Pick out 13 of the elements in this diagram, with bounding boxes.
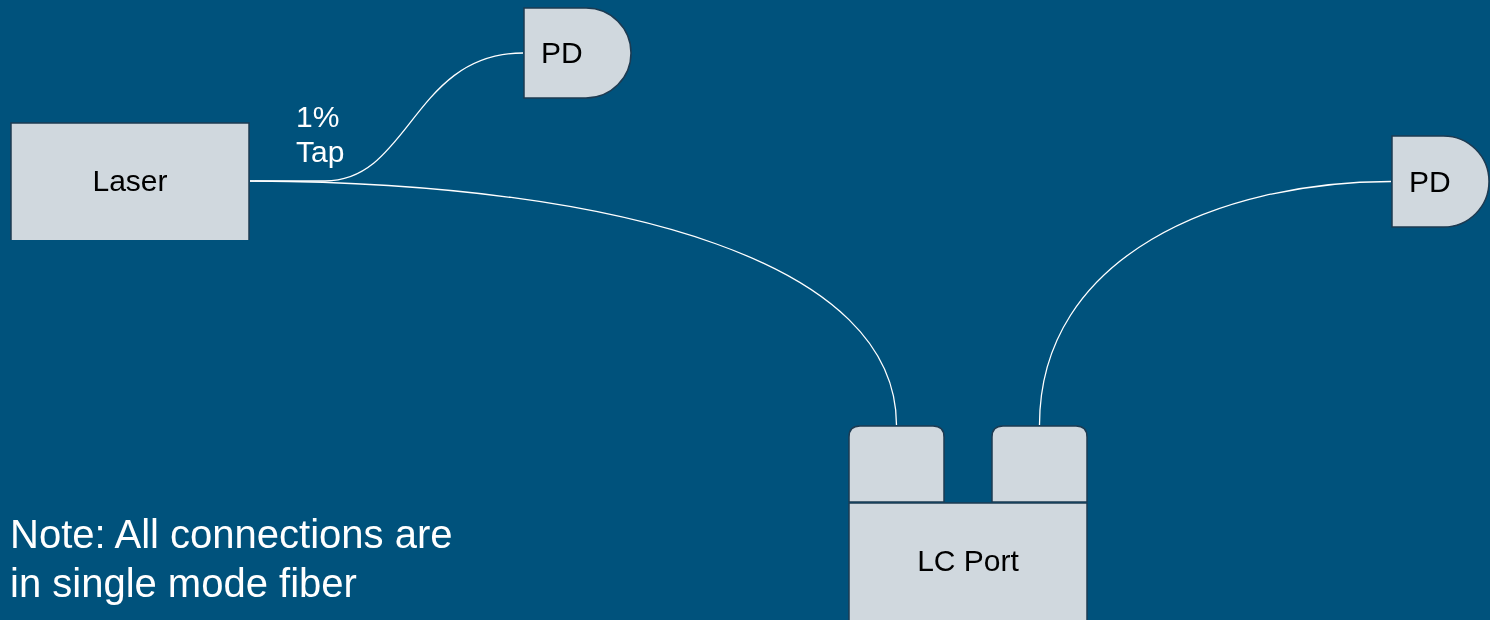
fiber-line [1038, 180, 1392, 426]
edge-label: 1% Tap [296, 100, 346, 169]
node-label: PD [541, 36, 583, 70]
photodiode-shape [523, 7, 632, 99]
fiber-line [249, 52, 524, 182]
component-box [10, 122, 250, 240]
photodiode-shape [1391, 135, 1490, 228]
node-label: LC Port [917, 544, 1019, 578]
connector-tab [991, 425, 1088, 502]
node-label: Laser [92, 164, 168, 198]
connector-tab [848, 425, 945, 502]
note-text: Note: All connections are in single mode fiber [10, 511, 454, 607]
node-label: PD [1409, 164, 1451, 199]
